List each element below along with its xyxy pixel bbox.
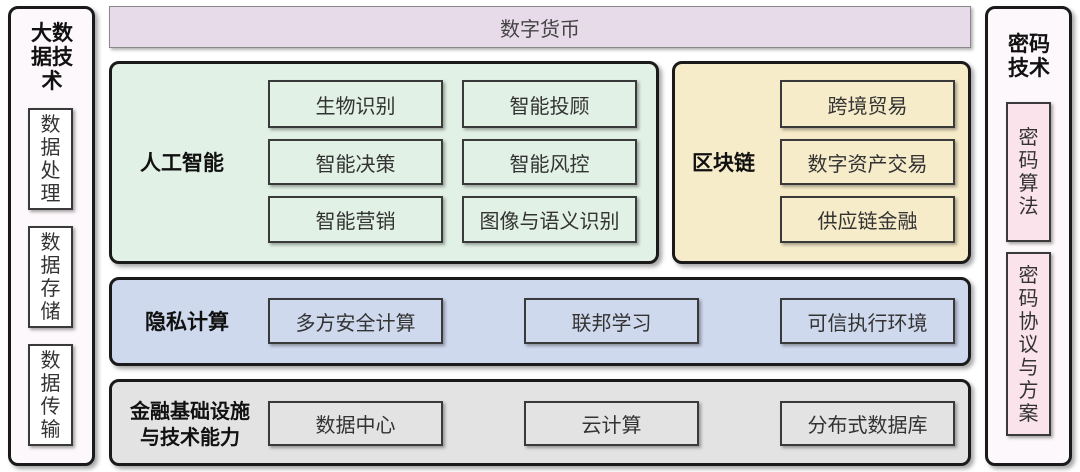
privacy-item-mpc: 多方安全计算 — [268, 298, 443, 344]
blockchain-item-cross-border: 跨境贸易 — [780, 80, 955, 128]
digital-currency-bar: 数字货币 — [109, 6, 971, 48]
privacy-title: 隐私计算 — [145, 310, 229, 334]
ai-item-risk-control: 智能风控 — [462, 139, 637, 185]
ai-item-marketing: 智能营销 — [268, 196, 443, 243]
ai-title: 人工智能 — [140, 151, 224, 175]
infrastructure-item-distributed-db: 分布式数据库 — [780, 401, 955, 446]
crypto-item-protocol: 密码协议与方案 — [1006, 252, 1051, 436]
infrastructure-item-cloud: 云计算 — [524, 401, 699, 446]
privacy-item-tee: 可信执行环境 — [780, 298, 955, 344]
ai-item-biometrics: 生物识别 — [268, 80, 443, 128]
big-data-title: 大数据技术 — [31, 20, 73, 94]
big-data-item-storage: 数据存储 — [28, 226, 73, 328]
crypto-title: 密码技术 — [1008, 31, 1050, 80]
infrastructure-item-data-center: 数据中心 — [268, 401, 443, 446]
blockchain-title: 区块链 — [692, 151, 755, 175]
infrastructure-title: 金融基础设施 与技术能力 — [120, 398, 260, 452]
privacy-item-federated: 联邦学习 — [524, 298, 699, 344]
infrastructure-title-line2: 与技术能力 — [140, 425, 240, 449]
ai-item-robo-advisor: 智能投顾 — [462, 80, 637, 128]
infrastructure-title-line1: 金融基础设施 — [130, 399, 250, 423]
blockchain-item-supply-chain: 供应链金融 — [780, 196, 955, 243]
crypto-item-algorithm: 密码算法 — [1006, 102, 1051, 242]
ai-item-image-semantic: 图像与语义识别 — [462, 196, 637, 243]
ai-item-decision: 智能决策 — [268, 139, 443, 185]
blockchain-item-digital-asset: 数字资产交易 — [780, 139, 955, 185]
big-data-item-transmission: 数据传输 — [28, 344, 73, 446]
big-data-item-processing: 数据处理 — [28, 108, 73, 210]
